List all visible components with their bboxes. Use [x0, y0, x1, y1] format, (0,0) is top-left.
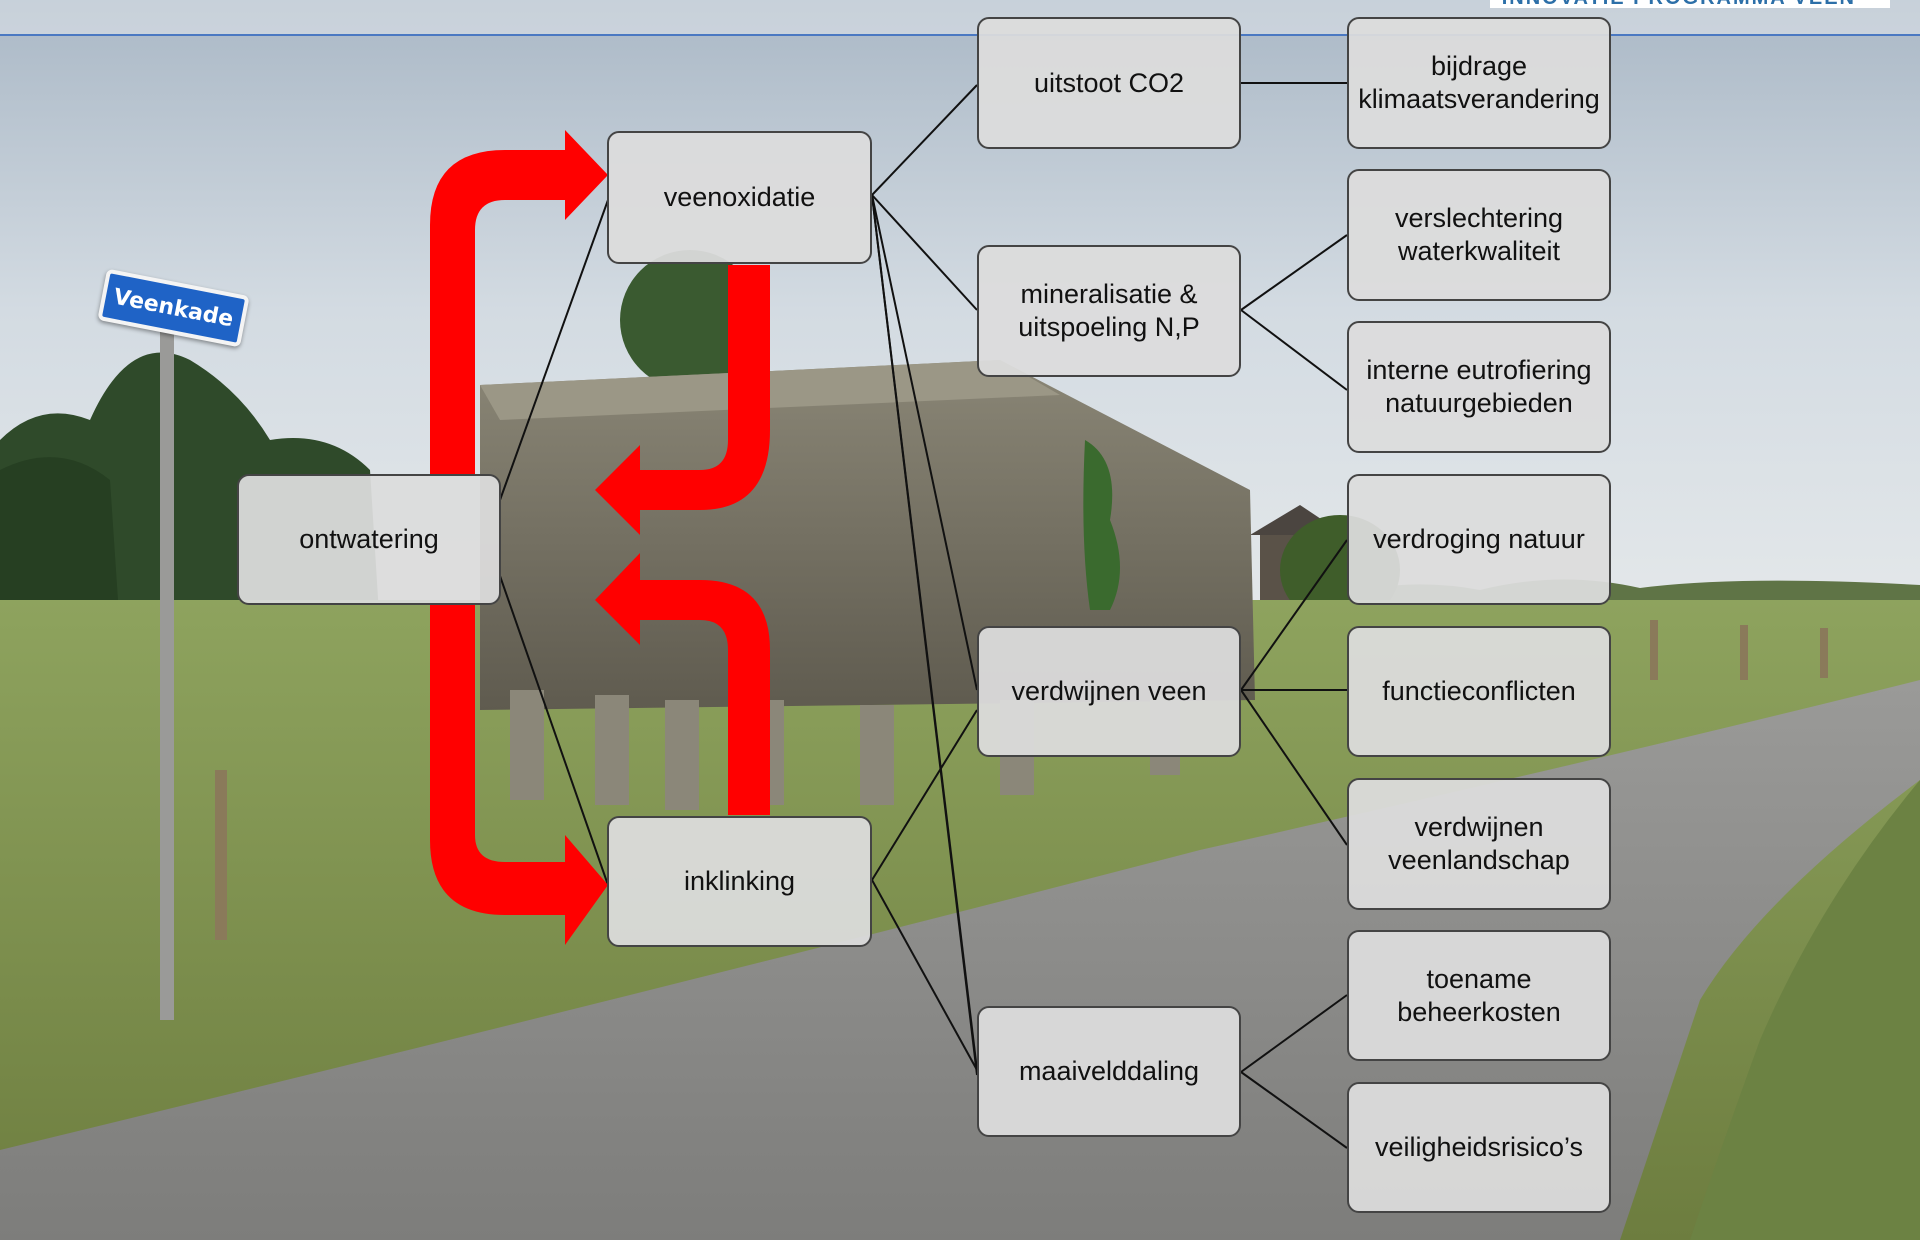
- node-verslechtering-waterkwaliteit: verslechtering waterkwaliteit: [1347, 169, 1611, 301]
- node-veenoxidatie: veenoxidatie: [607, 131, 872, 264]
- arrow-ontwatering-to-veenoxidatie: [430, 130, 608, 475]
- red-arrows: [430, 130, 770, 945]
- arrow-inklinking-up: [595, 553, 770, 815]
- node-interne-eutrofiering: interne eutrofiering natuurgebieden: [1347, 321, 1611, 453]
- node-verdwijnen-veen: verdwijnen veen: [977, 626, 1241, 757]
- arrow-veenoxidatie-down: [595, 265, 770, 535]
- node-mineralisatie: mineralisatie & uitspoeling N,P: [977, 245, 1241, 377]
- node-bijdrage-klimaatsverandering: bijdrage klimaatsverandering: [1347, 17, 1611, 149]
- banner-title-tab: INNOVATIE PROGRAMMA VEEN: [1490, 0, 1890, 8]
- node-verdroging-natuur: verdroging natuur: [1347, 474, 1611, 605]
- node-uitstoot-co2: uitstoot CO2: [977, 17, 1241, 149]
- banner-title: INNOVATIE PROGRAMMA VEEN: [1502, 0, 1856, 8]
- node-veiligheidsrisicos: veiligheidsrisico’s: [1347, 1082, 1611, 1213]
- node-ontwatering: ontwatering: [237, 474, 501, 605]
- node-functieconflicten: functieconflicten: [1347, 626, 1611, 757]
- node-inklinking: inklinking: [607, 816, 872, 947]
- connector-lines: [499, 82, 1348, 1149]
- node-verdwijnen-veenlandschap: verdwijnen veenlandschap: [1347, 778, 1611, 910]
- node-toename-beheerkosten: toename beheerkosten: [1347, 930, 1611, 1061]
- node-maaivelddaling: maaivelddaling: [977, 1006, 1241, 1137]
- arrow-ontwatering-to-inklinking: [430, 605, 608, 945]
